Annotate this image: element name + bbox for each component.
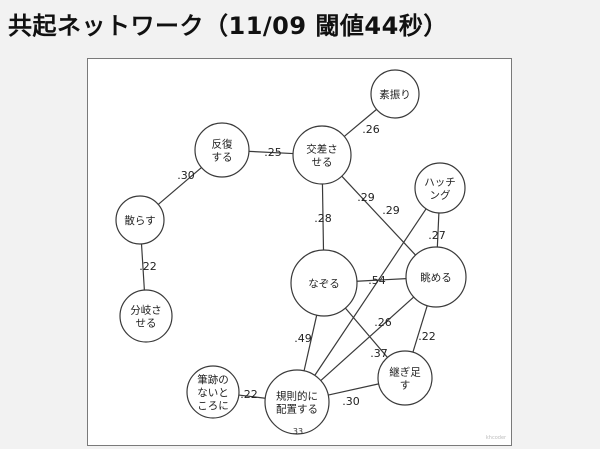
node-nazoru: なぞる: [290, 249, 358, 317]
node-circle: [292, 125, 352, 185]
edge-weight-label: .30: [177, 169, 195, 182]
edge-weight-label: .22: [240, 388, 258, 401]
node-circle: [377, 350, 433, 406]
edge-hatching-kisoku: [314, 208, 427, 376]
edge-nazoru-kisoku: [303, 315, 318, 371]
node-label: す: [400, 380, 411, 392]
node-label: ないと: [197, 387, 229, 399]
node-circle: [264, 369, 330, 435]
node-label: ころに: [197, 400, 229, 412]
edge-weight-label: .25: [264, 146, 282, 159]
node-circle: [194, 122, 250, 178]
edge-weight-label: .27: [428, 229, 446, 242]
node-circle: [290, 249, 358, 317]
node-label: 継ぎ足: [389, 366, 421, 379]
node-label: ング: [430, 189, 451, 202]
node-label: 配置する: [276, 404, 318, 416]
edge-hisseki-kisoku: [238, 394, 266, 399]
edge-chirasu-hanpuku: [157, 167, 202, 205]
node-label: 散らす: [124, 214, 155, 227]
edge-nazoru-tsugitasu: [344, 307, 388, 358]
node-sofuri: 素振り: [370, 69, 420, 119]
node-nagameru: 眺める: [405, 246, 467, 308]
node-label: 素振り: [379, 88, 411, 101]
node-chirasu: 散らす: [115, 195, 165, 245]
node-label: する: [212, 152, 233, 164]
footer-page-number: 33: [293, 427, 303, 436]
node-label: 反復: [212, 138, 233, 151]
node-circle: [115, 195, 165, 245]
edge-hanpuku-kousa: [248, 150, 294, 155]
node-label: せる: [136, 318, 157, 330]
edge-kousa-nagameru: [341, 175, 416, 256]
node-circle: [414, 162, 466, 214]
edge-tsugitasu-kisoku: [328, 383, 379, 396]
edge-weight-label: .49: [294, 332, 312, 345]
edge-kousa-nazoru: [321, 183, 325, 251]
node-label: 交差さ: [306, 143, 338, 156]
watermark-label: khcoder: [486, 435, 507, 441]
edge-weight-label: .26: [362, 123, 380, 136]
node-label: せる: [312, 157, 333, 169]
edge-nazoru-nagameru: [356, 278, 407, 282]
edge-chirasu-bunki: [140, 243, 145, 291]
page-title: 共起ネットワーク（11/09 閾値44秒）: [8, 12, 448, 40]
node-label: ハッチ: [424, 177, 456, 189]
node-label: なぞる: [308, 278, 340, 290]
edge-weight-label: .29: [357, 191, 375, 204]
edge-weight-label: .29: [382, 204, 400, 217]
edge-nagameru-tsugitasu: [412, 305, 428, 353]
edge-hatching-nagameru: [436, 212, 440, 248]
node-label: 眺める: [420, 271, 452, 284]
node-circle: [405, 246, 467, 308]
node-label: 筆跡の: [197, 373, 229, 386]
edge-nagameru-kisoku: [320, 296, 415, 382]
edge-weight-label: .22: [418, 330, 436, 343]
edge-weight-label: .30: [342, 395, 360, 408]
edge-weight-label: .22: [139, 260, 157, 273]
edge-weight-label: .54: [368, 274, 386, 287]
node-circle: [119, 289, 173, 343]
node-label: 分岐さ: [130, 304, 162, 317]
node-circle: [186, 365, 240, 419]
node-circle: [370, 69, 420, 119]
node-label: 規則的に: [276, 390, 318, 403]
edge-weight-label: .37: [370, 347, 388, 360]
edge-weight-label: .28: [314, 212, 332, 225]
edge-weight-label: .26: [374, 316, 392, 329]
edge-kousa-sofuri: [343, 108, 377, 137]
